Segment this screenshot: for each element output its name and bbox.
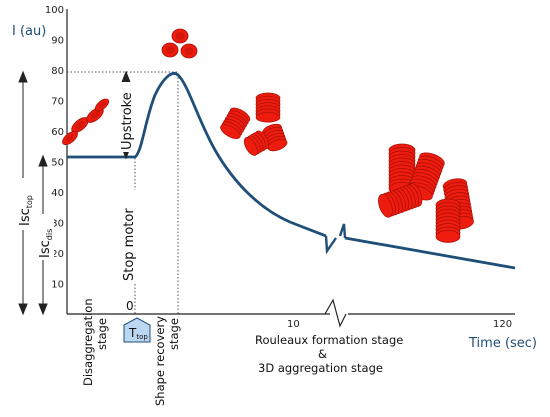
x-tick-10: 10 <box>287 319 300 330</box>
y-tick-60: 60 <box>51 127 64 138</box>
stage-ampersand: & <box>318 347 327 361</box>
x-tick-zero: 0 <box>126 299 134 313</box>
rbc-single-4 <box>94 98 110 112</box>
y-tick-20: 20 <box>51 249 64 260</box>
intensity-curve-segment-1 <box>67 72 327 238</box>
y-tick-40: 40 <box>51 188 64 199</box>
isc-dis-label: Iscdis <box>38 229 54 258</box>
red-blood-cell-illustrations <box>62 28 474 243</box>
rbc-single-3 <box>62 130 78 146</box>
x-axis-break <box>324 298 347 328</box>
rbc-recovery-1 <box>171 28 189 44</box>
aggregate-1 <box>388 143 416 195</box>
stage-shape-recovery: Shape recovery <box>153 316 167 406</box>
rouleaux-3 <box>262 123 288 152</box>
stage-disaggregation: Disaggregation <box>81 298 95 386</box>
rouleaux-2 <box>220 107 251 139</box>
y-tick-10: 10 <box>51 280 64 291</box>
svg-text:Ttop: Ttop <box>128 326 148 341</box>
rbc-recovery-2 <box>161 42 179 58</box>
ttop-marker: Ttop <box>123 317 151 343</box>
stop-motor-label: Stop motor <box>122 208 137 281</box>
rbc-recovery-3 <box>180 43 198 59</box>
aggregate-5 <box>435 198 461 243</box>
stage-3d-aggregation: 3D aggregation stage <box>258 361 383 375</box>
y-axis-label: I (au) <box>12 24 46 39</box>
y-tick-50: 50 <box>51 158 64 169</box>
x-axis-label: Time (sec) <box>468 336 537 351</box>
upstroke-label: Upstroke <box>120 92 135 150</box>
y-tick-30: 30 <box>51 219 64 230</box>
rouleaux-1 <box>255 92 281 123</box>
y-tick-70: 70 <box>51 97 64 108</box>
x-tick-120: 120 <box>493 319 512 330</box>
y-tick-90: 90 <box>51 36 64 47</box>
intensity-curve-segment-2 <box>344 236 516 270</box>
stage-rouleaux: Rouleaux formation stage <box>255 333 403 347</box>
rouleaux-4 <box>243 130 269 156</box>
stage-disaggregation-2: stage <box>95 318 109 350</box>
intensity-curve-break <box>324 223 347 255</box>
aggregate-4 <box>378 183 423 218</box>
y-tick-100: 100 <box>45 5 64 16</box>
isc-top-label: Isctop <box>18 195 34 226</box>
y-tick-80: 80 <box>51 66 64 77</box>
stage-shape-recovery-2: stage <box>167 318 181 350</box>
y-tick-labels: 10 20 30 40 50 60 70 80 90 100 <box>45 5 64 291</box>
